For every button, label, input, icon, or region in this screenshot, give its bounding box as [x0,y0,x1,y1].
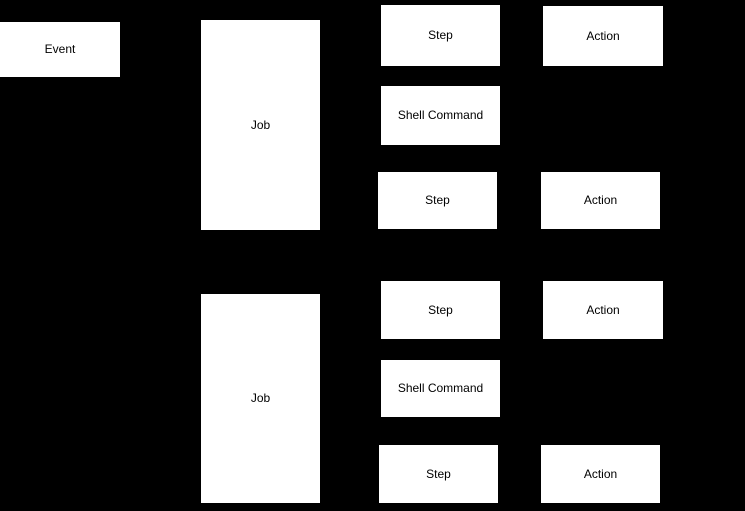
node-shell-command-2[interactable]: Shell Command [381,360,500,417]
node-step-2[interactable]: Step [378,172,497,229]
node-action-3[interactable]: Action [543,281,663,339]
node-job-1[interactable]: Job [201,20,320,230]
node-job-2[interactable]: Job [201,294,320,503]
edge-event-to-job[interactable] [120,44,211,54]
node-event[interactable]: Event [0,22,120,77]
node-step-1[interactable]: Step [381,5,500,66]
node-step-4[interactable]: Step [379,445,498,503]
node-action-2[interactable]: Action [541,172,660,229]
node-step-3[interactable]: Step [381,281,500,339]
node-action-1[interactable]: Action [543,6,663,66]
node-shell-command-1[interactable]: Shell Command [381,86,500,145]
node-action-4[interactable]: Action [541,445,660,503]
